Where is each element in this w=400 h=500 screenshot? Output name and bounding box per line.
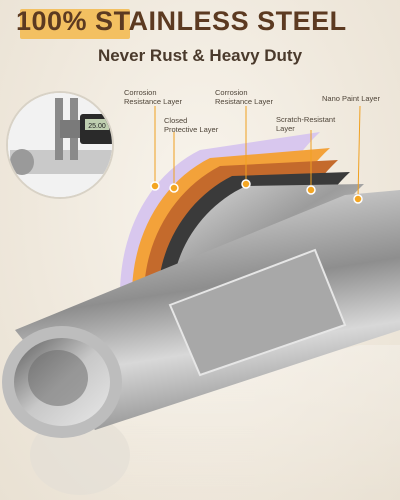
caliper-display: 25.00	[88, 123, 106, 130]
headline: 100% STAINLESS STEEL	[16, 6, 347, 36]
layer-label-2: Closed Protective Layer	[164, 116, 219, 134]
headline-highlight	[20, 9, 130, 39]
layer-label-4: Scratch-Resistant Layer	[276, 115, 336, 133]
stainless-tube	[2, 190, 400, 438]
caliper-inset: 25.00	[6, 91, 114, 199]
layer-label-1: Corrosion Resistance Layer	[124, 88, 182, 106]
layer-label-5: Nano Paint Layer	[322, 94, 380, 103]
callout-lines	[154, 105, 361, 199]
callout-dots	[150, 179, 363, 204]
layer-label-3: Corrosion Resistance Layer	[215, 88, 273, 106]
subheadline: Never Rust & Heavy Duty	[97, 46, 303, 65]
